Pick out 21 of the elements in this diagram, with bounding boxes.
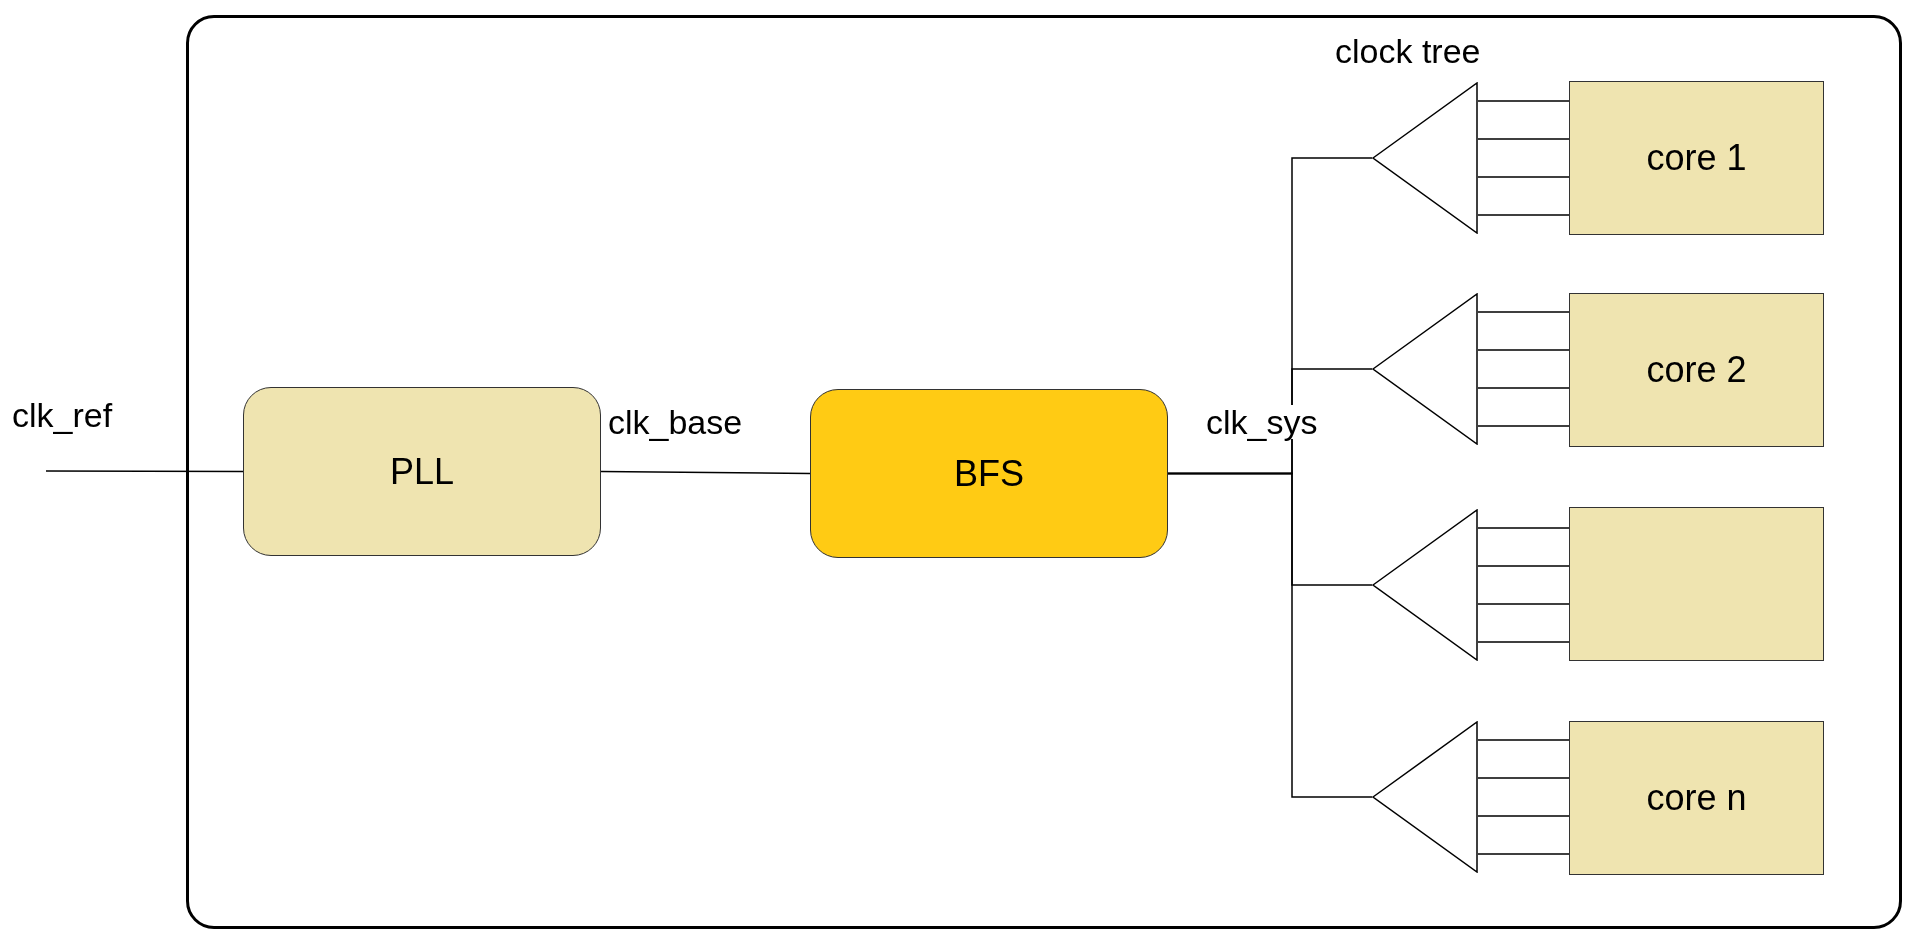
signal-label: clk_sys: [1204, 405, 1320, 439]
core-block: [1569, 293, 1824, 447]
wire: [600, 470, 811, 475]
block-label: PLL: [389, 450, 455, 493]
wire: [1477, 739, 1570, 855]
wire: [1477, 527, 1570, 643]
block-label: core n: [1646, 777, 1747, 819]
wire: [45, 470, 244, 473]
core-block: [1569, 81, 1824, 235]
wire: [1167, 472, 1373, 798]
core-block: [1569, 507, 1824, 661]
block-label: BFS: [954, 452, 1024, 495]
block-label: core 2: [1646, 349, 1747, 391]
bfs-block: [810, 389, 1168, 558]
pll-block: [243, 387, 601, 556]
wire: [1477, 100, 1570, 216]
wire: [1477, 311, 1570, 427]
core-block: [1569, 721, 1824, 875]
block-label: core 1: [1646, 137, 1747, 179]
clock-tree-label: clock tree: [1335, 34, 1481, 68]
chip-boundary: [186, 15, 1902, 929]
